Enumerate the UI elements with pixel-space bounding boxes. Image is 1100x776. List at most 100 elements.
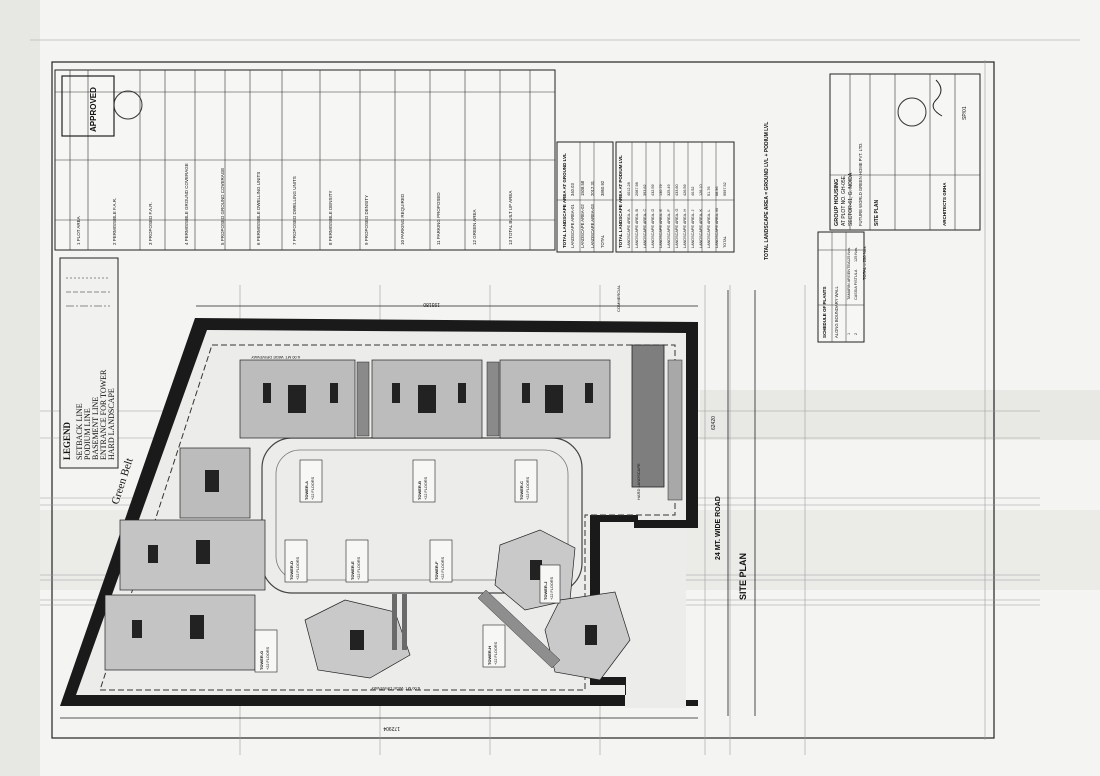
landscape-podium-row: LANDSCAPE AREA- A [627, 209, 631, 248]
signature [932, 79, 943, 117]
landscape-podium-table [615, 141, 735, 253]
area-table-row: 5 PROPOSED GROUND COVERAGE [220, 168, 225, 245]
tower-label: TOWER-B [417, 481, 422, 500]
driveway-label-bottom: 6.00 MT. WIDE DRIVEWAY [371, 686, 420, 691]
area-table-row: 11 PARKING PROPOSED [436, 192, 441, 245]
landscape-podium-row: LANDSCAPE AREA- C [643, 208, 647, 248]
project-name: GROUP HOUSING [834, 179, 840, 226]
commercial-label: COMMERCIAL [616, 284, 621, 312]
driveway-label-top: 6.00 MT. WIDE DRIVEWAY [251, 355, 300, 360]
tower-floors: +22 FLOORS [550, 576, 554, 600]
project-address-2: SECTOR-61, G. NOIDA [848, 172, 854, 226]
landscape-ground-title: TOTAL LANDSCAPE AREA AT GROUND LVL [562, 153, 567, 248]
landscape-total-formula: TOTAL LANDSCAPE AREA = GROUND LVL + PODI… [764, 122, 770, 260]
landscape-ground-value: 1508.58 [580, 180, 585, 196]
legend-item: HARD LANDSCAPE [107, 388, 116, 460]
landscape-podium-value: 432.59 [651, 184, 655, 196]
tower-label: TOWER-F [434, 561, 439, 580]
landscape-podium-value: 2087.98 [635, 182, 639, 196]
tower-floors: +22 FLOORS [296, 556, 300, 580]
tower-cores [205, 383, 593, 492]
schedule-row: TAMARIN ARGENTEA [847, 261, 851, 300]
schedule-row-number: 1 [847, 333, 851, 335]
architect-seal [897, 97, 927, 127]
landscape-podium-value: 9597.52 [723, 182, 727, 196]
area-table-row: 13 TOTAL BUILT UP AREA [508, 191, 513, 245]
tower-floors: +22 FLOORS [311, 476, 315, 500]
landscape-podium-row: LANDSCAPE AREA- M [715, 208, 719, 248]
legend-item: BASEMENT LINE [91, 397, 100, 460]
podium-line [99, 344, 676, 691]
landscape-podium-row: LANDSCAPE AREA- J [691, 209, 695, 248]
project-address-1: AT PLOT NO. GH-05E, [841, 175, 847, 226]
schedule-row: CASSIA FISTULA [854, 269, 858, 300]
left-tower-column [104, 519, 266, 671]
landscape-ground-row: TOTAL [600, 234, 605, 248]
dimension-bottom: 172904 [383, 725, 400, 731]
landscape-ground-row: LANDSCAPE AREA-02 [580, 204, 585, 248]
area-table-row: 8 PERMISSIBLE DENSITY [328, 190, 333, 245]
schedule-title: SCHEDULE OF PLANTS [822, 286, 827, 338]
tower-label: TOWER-A [304, 481, 309, 500]
landscape-ground-row: LANDSCAPE AREA-03 [590, 204, 595, 248]
area-table-row: 10 PARKING REQUIRED [400, 193, 405, 245]
landscape-podium-value: 130.79 [659, 184, 663, 196]
landscape-podium-row: LANDSCAPE AREA- E [659, 208, 663, 248]
landscape-podium-value: 40.52 [691, 186, 695, 196]
legend-item: SETBACK LINE [75, 403, 84, 460]
landscape-podium-value: 68.96 [715, 186, 719, 196]
landscape-podium-row: LANDSCAPE AREA- H [683, 208, 687, 248]
drawing-title: SITE PLAN [874, 199, 880, 226]
tower-label: TOWER-E [350, 561, 355, 580]
landscape-podium-row: LANDSCAPE AREA- D [651, 208, 655, 248]
landscape-ground-table [556, 141, 614, 253]
landscape-podium-row: TOTAL [723, 236, 727, 248]
area-table-row: 1 PLOT AREA [76, 216, 81, 245]
schedule-subtitle: ALONG BOUNDARY WALL [834, 286, 839, 338]
tower-floors: +22 FLOORS [494, 641, 498, 665]
tower-floors: +22 FLOORS [424, 476, 428, 500]
area-table-row: 6 PERMISSIBLE DWELLING UNITS [256, 172, 261, 245]
landscape-podium-row: LANDSCAPE AREA- K [699, 208, 703, 248]
tower-label: TOWER-J [543, 582, 548, 600]
tower-label: TOWER-H [487, 646, 492, 665]
client-name: FUTURE WORLD GREEN HOME PVT. LTD. [858, 143, 863, 226]
area-table-row: 2 PERMISSIBLE F.A.R. [112, 198, 117, 245]
tower-label: TOWER-C [519, 481, 524, 500]
area-table-row: 3 PROPOSED F.A.R. [148, 202, 153, 245]
sheet-border [51, 61, 995, 739]
landscape-ground-value: 2012.31 [590, 180, 595, 196]
schedule-of-plants-table [817, 231, 865, 343]
schedule-row-number: 2 [854, 333, 858, 335]
tower-floors: +22 FLOORS [441, 556, 445, 580]
landscape-podium-row: LANDSCAPE AREA- L [707, 209, 711, 248]
tower-floors: +22 FLOORS [526, 476, 530, 500]
landscape-podium-row: LANDSCAPE AREA- F [667, 208, 671, 248]
landscape-podium-value: 393.62 [643, 184, 647, 196]
landscape-podium-row: LANDSCAPE AREA- B [635, 208, 639, 248]
area-table-row: 9 PROPOSED DENSITY [364, 195, 369, 245]
tower-label: TOWER-G [259, 651, 264, 670]
approved-stamp-text: APPROVED [89, 87, 98, 132]
area-table-row: 12 GREEN AREA [472, 209, 477, 245]
legend-title: LEGEND [62, 421, 72, 460]
landscape-ground-value: 3860.92 [600, 180, 605, 196]
area-table-row: 4 PERMISSIBLE GROUND COVERAGE [184, 163, 189, 245]
drawing-number: SP/01 [962, 106, 968, 120]
tower-label: TOWER-D [289, 561, 294, 580]
dimension-top: 193180 [423, 301, 440, 307]
hard-landscape-label: HARD LANDSCAPE [636, 463, 641, 500]
commercial-block [631, 344, 665, 488]
landscape-podium-title: TOTAL LANDSCAPE AREA AT PODIUM LVL [618, 155, 623, 248]
landscape-podium-value: 433.60 [675, 184, 679, 196]
schedule-row-count: 125 Nos. [854, 247, 858, 262]
landscape-podium-value: 426.59 [683, 184, 687, 196]
schedule-total: TOTAL = 250 Nos. [862, 246, 867, 281]
legend-item: ENTRANCE FOR TOWER [99, 369, 108, 460]
architect-name: ARCHITECTS GRHA [942, 182, 947, 226]
landscape-podium-value: 325.49 [667, 184, 671, 196]
area-table-columns [55, 70, 555, 250]
landscape-ground-row: LANDSCAPE AREA-01 [570, 204, 575, 248]
legend-box [59, 257, 119, 469]
